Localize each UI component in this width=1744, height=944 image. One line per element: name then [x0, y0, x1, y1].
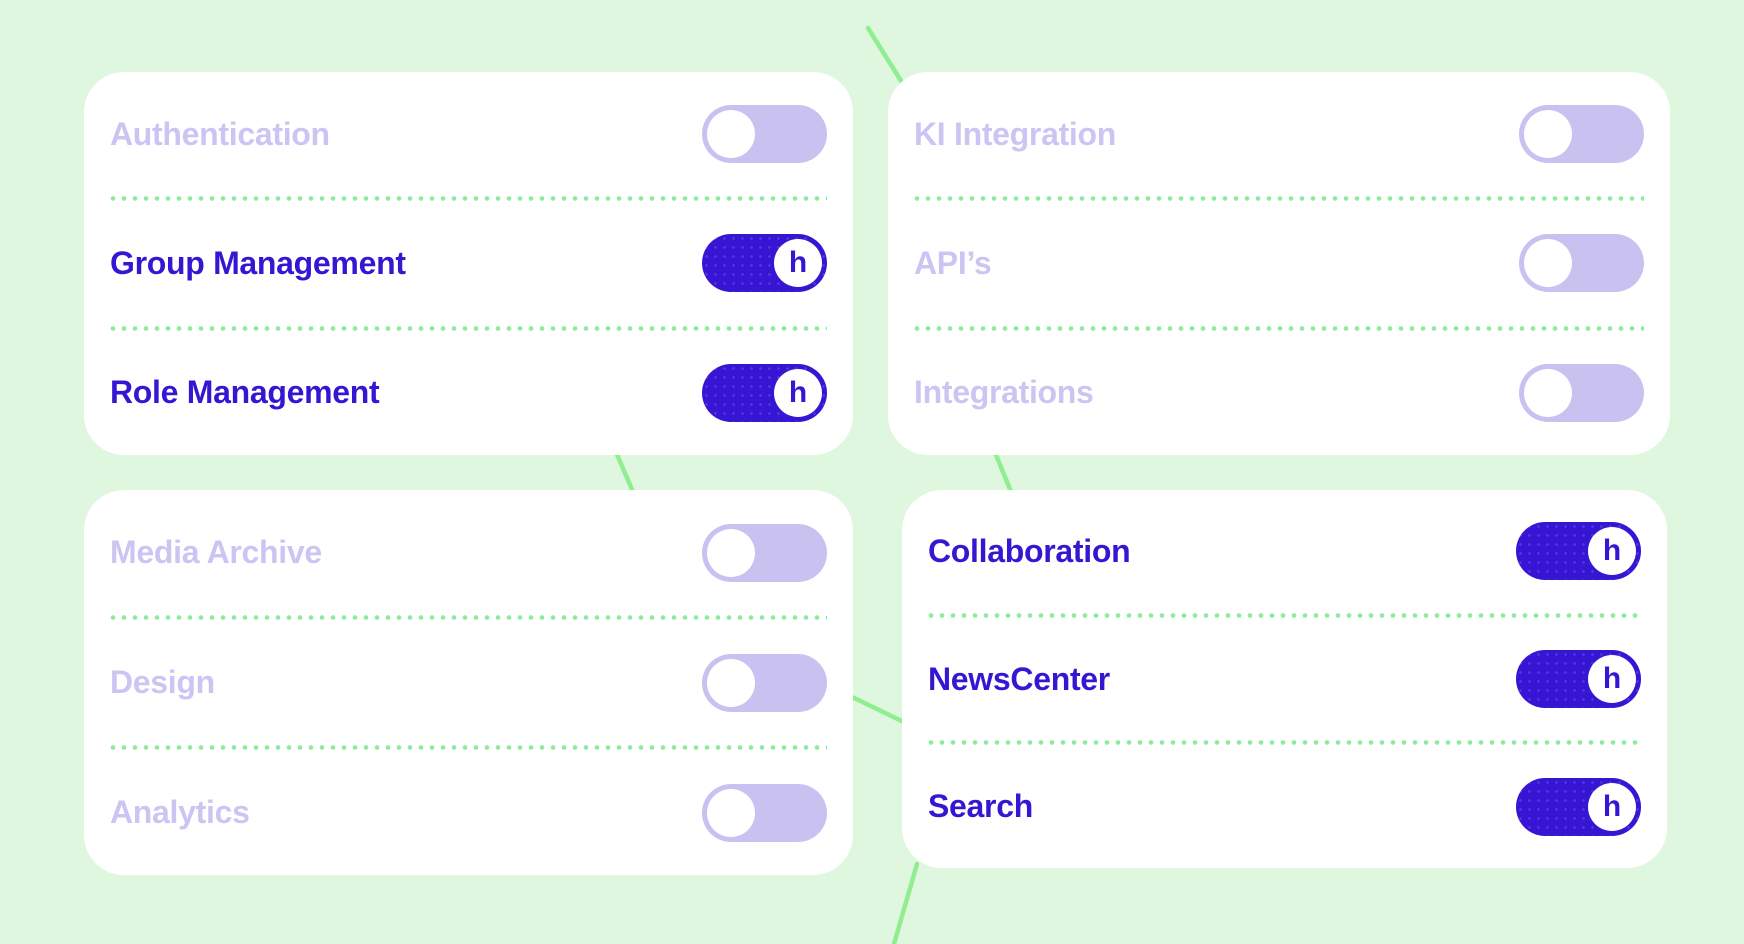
toggle-knob-glyph: h [788, 246, 808, 280]
toggle-authentication[interactable]: h [702, 105, 827, 164]
feature-label-role-management: Role Management [110, 374, 380, 411]
feature-row-apis: API’s h [914, 201, 1644, 325]
feature-row-search: Search h [928, 745, 1641, 868]
toggle-design[interactable]: h [702, 653, 827, 712]
feature-row-authentication: Authentication h [110, 72, 827, 196]
card-access-management: Authentication h Group Management h Role… [84, 72, 853, 455]
toggle-knob: h [1524, 239, 1572, 288]
feature-row-design: Design h [110, 620, 827, 745]
feature-row-role-management: Role Management h [110, 331, 827, 455]
connector-line [847, 693, 911, 727]
dotted-divider [110, 325, 827, 331]
dotted-divider [110, 745, 827, 750]
feature-label-authentication: Authentication [110, 115, 330, 152]
feature-row-ki-integration: KI Integration h [914, 72, 1644, 196]
feature-label-collaboration: Collaboration [928, 532, 1131, 569]
toggle-knob-glyph: h [1602, 534, 1622, 568]
feature-row-newscenter: NewsCenter h [928, 618, 1641, 741]
card-media-tools: Media Archive h Design h Analytics h [84, 490, 853, 875]
connector-line [991, 447, 1015, 497]
toggle-knob: h [1524, 110, 1572, 159]
connector-line [891, 861, 920, 944]
toggle-group-management[interactable]: h [702, 234, 827, 293]
feature-label-apis: API’s [914, 244, 992, 281]
toggle-knob: h [1524, 368, 1572, 417]
card-collaboration: Collaboration h NewsCenter h Search h [902, 490, 1667, 868]
toggle-knob: h [707, 788, 755, 837]
feature-row-integrations: Integrations h [914, 331, 1644, 455]
dotted-divider [914, 196, 1644, 202]
dotted-divider [110, 615, 827, 620]
dotted-divider [928, 740, 1641, 746]
toggle-knob: h [1588, 655, 1636, 703]
toggle-knob-glyph: h [788, 375, 808, 409]
toggle-role-management[interactable]: h [702, 363, 827, 422]
connector-line [612, 447, 637, 497]
feature-label-ki-integration: KI Integration [914, 115, 1117, 152]
feature-label-design: Design [110, 664, 215, 700]
toggle-ki-integration[interactable]: h [1519, 105, 1644, 164]
toggle-knob-glyph: h [1602, 789, 1622, 823]
dotted-divider [928, 612, 1641, 618]
toggle-newscenter[interactable]: h [1516, 650, 1641, 708]
feature-row-media-archive: Media Archive h [110, 490, 827, 615]
toggle-knob: h [707, 658, 755, 707]
feature-row-analytics: Analytics h [110, 750, 827, 875]
feature-row-group-management: Group Management h [110, 201, 827, 325]
toggle-analytics[interactable]: h [702, 783, 827, 842]
feature-label-integrations: Integrations [914, 374, 1094, 411]
feature-row-collaboration: Collaboration h [928, 490, 1641, 613]
feature-label-group-management: Group Management [110, 244, 406, 281]
toggle-knob: h [774, 239, 822, 288]
dotted-divider [914, 325, 1644, 331]
toggle-search[interactable]: h [1516, 777, 1641, 836]
connector-line [865, 25, 906, 87]
toggle-knob: h [1588, 527, 1636, 576]
toggle-collaboration[interactable]: h [1516, 522, 1641, 581]
toggle-integrations[interactable]: h [1519, 363, 1644, 422]
toggle-knob: h [1588, 782, 1636, 831]
toggle-knob-glyph: h [1602, 662, 1622, 695]
feature-label-newscenter: NewsCenter [928, 660, 1110, 697]
toggle-knob: h [707, 110, 755, 159]
toggle-knob: h [707, 528, 755, 577]
toggle-knob: h [774, 368, 822, 417]
feature-label-media-archive: Media Archive [110, 534, 322, 570]
toggle-media-archive[interactable]: h [702, 523, 827, 582]
feature-label-search: Search [928, 788, 1033, 825]
feature-label-analytics: Analytics [110, 794, 250, 830]
card-integrations: KI Integration h API’s h Integrations h [888, 72, 1670, 455]
toggle-apis[interactable]: h [1519, 234, 1644, 293]
dotted-divider [110, 196, 827, 202]
